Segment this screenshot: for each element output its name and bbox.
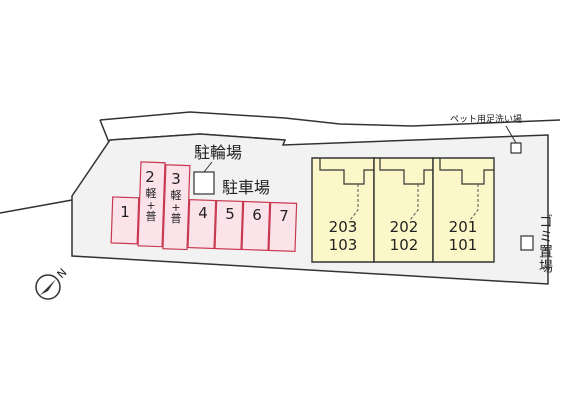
note-kei: 軽: [170, 189, 182, 202]
parking-space-1: [110, 196, 140, 245]
parking-space-2: [137, 161, 166, 248]
parking-number-6: 6: [252, 206, 262, 224]
note-plus: +: [146, 198, 156, 212]
unit-label-201-101: 201 101: [433, 218, 493, 254]
note-futsu: 普: [170, 212, 182, 226]
unit-label-202-102: 202 102: [374, 218, 434, 254]
parking-number-4: 4: [198, 204, 208, 222]
unit-upper: 201: [448, 218, 478, 236]
unit-upper: 202: [389, 218, 419, 236]
north-compass: [35, 274, 61, 300]
parking-space-4: [187, 199, 217, 250]
parking-note-2: 軽 + 普: [140, 188, 162, 223]
parking-number-5: 5: [225, 205, 235, 223]
note-plus: +: [171, 200, 181, 214]
bike-parking-area: [193, 171, 215, 195]
unit-lower: 103: [328, 236, 358, 254]
bike-parking-label: 駐輪場: [194, 143, 243, 162]
pet-foot-wash-label: ペット用足洗い場: [450, 115, 523, 125]
note-kei: 軽: [145, 187, 157, 200]
unit-label-203-103: 203 103: [313, 218, 373, 254]
parking-note-3: 軽 + 普: [165, 190, 187, 225]
pet-foot-wash-box: [510, 142, 522, 154]
parking-number-7: 7: [279, 207, 289, 225]
parking-number-1: 1: [120, 203, 130, 221]
parking-space-6: [241, 200, 271, 252]
note-futsu: 普: [145, 210, 157, 224]
unit-lower: 101: [448, 236, 478, 254]
parking-lot: [110, 161, 298, 252]
garbage-area-box: [520, 235, 534, 251]
unit-lower: 102: [389, 236, 419, 254]
car-parking-label: 駐車場: [222, 178, 271, 197]
parking-number-2: 2: [145, 168, 155, 186]
garbage-area-label: ゴミ置場: [537, 214, 553, 274]
parking-space-7: [268, 201, 298, 252]
parking-number-3: 3: [171, 170, 181, 188]
unit-upper: 203: [328, 218, 358, 236]
parking-space-3: [162, 164, 191, 251]
road-outline: [99, 111, 561, 127]
parking-space-5: [214, 199, 244, 251]
